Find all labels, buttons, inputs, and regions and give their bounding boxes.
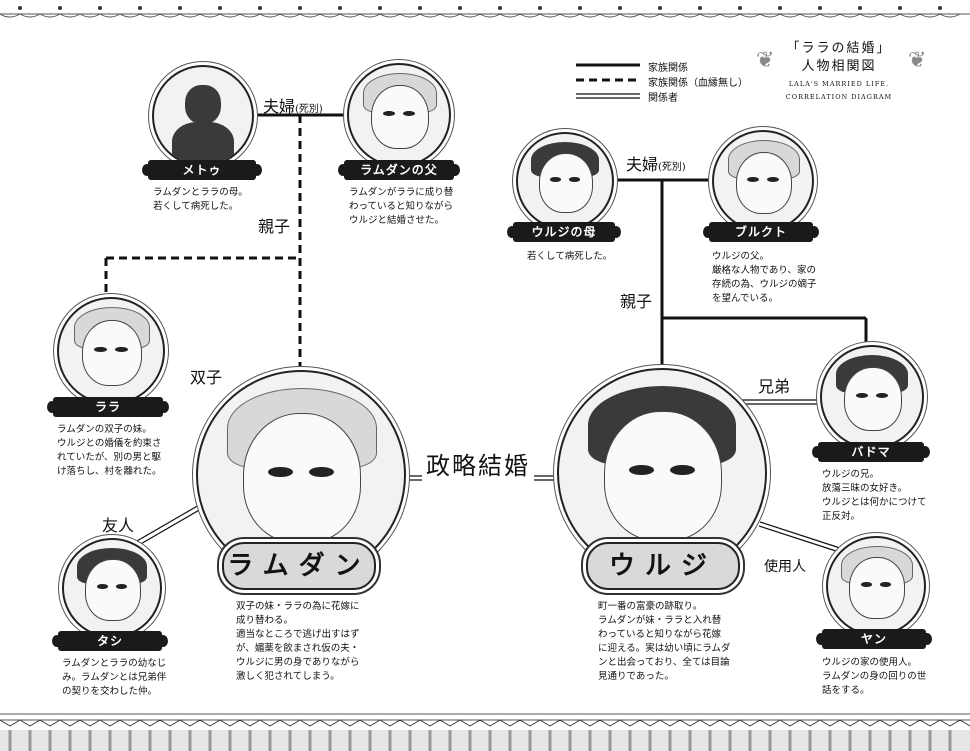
portrait-metou bbox=[152, 65, 254, 167]
top-lace-border bbox=[0, 6, 970, 18]
portrait-yan bbox=[826, 536, 926, 636]
flower-ornament-icon: ❦ bbox=[756, 48, 775, 73]
diagram-title: 「ララの結婚」 人物相関図 LALA'S MARRIED LIFE. CORRE… bbox=[764, 40, 914, 118]
relation-brothers: 兄弟 bbox=[758, 377, 791, 396]
silhouette-icon bbox=[185, 84, 221, 124]
desc-yan: ウルジの家の使用人。 ラムダンの身の回りの世 話をする。 bbox=[822, 657, 927, 696]
portrait-urji-mother bbox=[516, 132, 614, 230]
legend-family: 家族関係 bbox=[648, 63, 688, 74]
desc-urji-mother: 若くして病死した。 bbox=[527, 251, 613, 262]
relation-strategic-marriage: 政略結婚 bbox=[422, 446, 534, 481]
relation-married-right: 夫婦(死別) bbox=[626, 155, 686, 174]
title-line1: 「ララの結婚」 bbox=[786, 41, 892, 56]
legend-related: 関係者 bbox=[648, 93, 678, 104]
relation-married-left: 夫婦(死別) bbox=[263, 97, 323, 116]
nameplate-metou: メトゥ bbox=[142, 160, 262, 180]
portrait-burkt bbox=[712, 130, 814, 232]
desc-burkt: ウルジの父。 厳格な人物であり、家の 存続の為、ウルジの嫡子 を望んでいる。 bbox=[712, 251, 817, 304]
nameplate-tashi: タシ bbox=[52, 631, 168, 651]
portrait-tashi bbox=[62, 538, 162, 638]
desc-metou: ラムダンとララの母。 若くして病死した。 bbox=[153, 187, 248, 212]
relation-parent-child-right: 親子 bbox=[620, 292, 653, 311]
nameplate-lala: ララ bbox=[47, 397, 169, 417]
title-en2: CORRELATION DIAGRAM bbox=[785, 93, 893, 101]
title-en1: LALA'S MARRIED LIFE. bbox=[788, 80, 890, 88]
portrait-badma bbox=[820, 345, 924, 449]
portrait-ramdan-father bbox=[347, 63, 451, 167]
portrait-lala bbox=[57, 297, 165, 405]
relation-parent-child-left: 親子 bbox=[258, 217, 291, 236]
desc-ramdan-father: ラムダンがララに成り替 わっていると知りながら ウルジと結婚させた。 bbox=[349, 187, 454, 226]
relation-friend: 友人 bbox=[102, 516, 135, 535]
nameplate-yan: ヤン bbox=[816, 629, 932, 649]
flower-ornament-icon: ❦ bbox=[908, 48, 927, 73]
portrait-urji bbox=[557, 368, 767, 578]
title-line2: 人物相関図 bbox=[801, 59, 877, 74]
nameplate-burkt: ブルクト bbox=[703, 222, 819, 242]
nameplate-urji: ウルジ bbox=[586, 542, 740, 590]
bottom-lace-border bbox=[0, 713, 970, 751]
nameplate-urji-mother: ウルジの母 bbox=[507, 222, 621, 242]
desc-lala: ラムダンの双子の妹。 ウルジとの婚儀を約束さ れていたが、別の男と駆 け落ちし、… bbox=[57, 424, 162, 477]
desc-badma: ウルジの兄。 放蕩三昧の女好き。 ウルジとは何かにつけて 正反対。 bbox=[822, 469, 927, 522]
desc-tashi: ラムダンとララの幼なじ み。ラムダンとは兄弟伴 の契りを交わした仲。 bbox=[62, 658, 167, 697]
nameplate-ramdan: ラムダン bbox=[222, 542, 376, 590]
desc-urji: 町一番の富豪の跡取り。 ラムダンが妹・ララと入れ替 わっていると知りながら花嫁 … bbox=[598, 601, 731, 682]
relation-servant: 使用人 bbox=[764, 559, 806, 575]
nameplate-ramdan-father: ラムダンの父 bbox=[338, 160, 460, 180]
desc-ramdan: 双子の妹・ララの為に花嫁に 成り替わる。 適当なところで逃げ出すはず が、媚薬を… bbox=[236, 601, 360, 682]
relation-twins: 双子 bbox=[190, 368, 223, 387]
nameplate-badma: バドマ bbox=[812, 442, 930, 462]
legend-family-no-blood: 家族関係（血縁無し） bbox=[648, 78, 748, 89]
